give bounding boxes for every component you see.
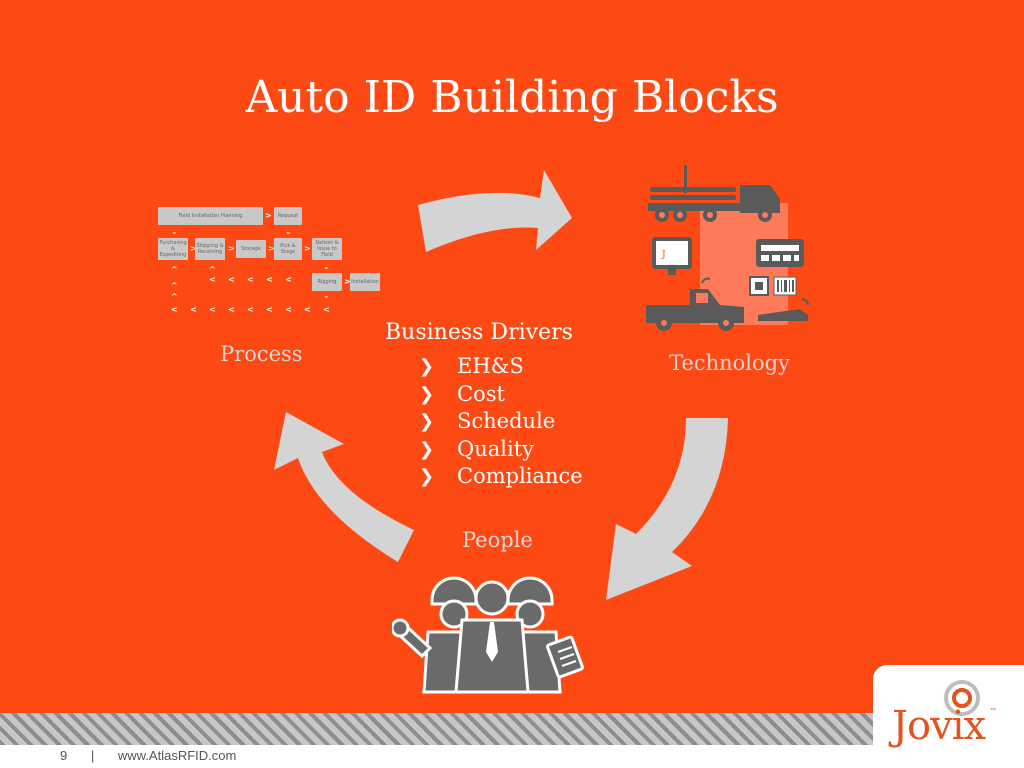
process-arrow: > [228, 244, 235, 253]
barcode-icon [773, 276, 797, 296]
process-arrow-up: ^ [171, 281, 178, 290]
bullet-icon: ❯ [419, 356, 435, 377]
process-arrow-back: < [209, 275, 216, 284]
process-arrow: > [304, 244, 311, 253]
bullet-icon: ❯ [419, 438, 435, 460]
process-arrow-down: ⌄ [323, 262, 330, 271]
process-arrow-back: < [266, 275, 273, 284]
clipboard-icon [546, 635, 584, 679]
process-arrow-back: < [171, 305, 178, 314]
process-arrow-back: < [209, 305, 216, 314]
process-box-pick: Pick & Stage [274, 238, 302, 260]
label-technology: Technology [669, 351, 790, 375]
slide-title: Auto ID Building Blocks [245, 72, 779, 123]
process-arrow-up: ^ [171, 292, 178, 301]
driver-label: EH&S [457, 354, 524, 378]
label-process: Process [220, 342, 303, 366]
driver-item: ❯ Quality [419, 436, 583, 464]
process-arrow-back: < [228, 275, 235, 284]
process-arrow-back: < [266, 305, 273, 314]
business-drivers-heading: Business Drivers [385, 320, 573, 345]
driver-item: ❯ Schedule [419, 408, 583, 436]
process-arrow-down: ⌄ [171, 227, 178, 236]
label-people: People [462, 528, 533, 552]
footer-stripe [0, 713, 873, 745]
process-arrow-back: < [247, 275, 254, 284]
process-arrow: > [265, 211, 272, 220]
driver-label: Compliance [457, 464, 583, 488]
truck-icon [648, 165, 780, 222]
process-box-storage: Storage [236, 240, 266, 258]
pickup-truck-icon [646, 277, 744, 331]
arrow-technology-to-people [606, 418, 728, 600]
process-box-purchasing: Purchasing & Expediting [158, 238, 188, 260]
process-box-shipping: Shipping & Receiving [195, 238, 225, 260]
process-arrow-back: < [247, 305, 254, 314]
monitor-logo-text: J [661, 250, 666, 260]
process-arrow: > [190, 244, 197, 253]
process-arrow-back: < [228, 305, 235, 314]
workers-icon [392, 576, 584, 694]
process-arrow-up: ^ [171, 265, 178, 274]
bullet-icon: ❯ [419, 466, 435, 487]
monitor-icon: J [652, 237, 692, 275]
driver-item: ❯ Compliance [419, 463, 583, 491]
driver-label: Cost [457, 381, 505, 406]
process-arrow-down: ⌄ [285, 227, 292, 236]
driver-label: Quality [457, 436, 534, 461]
bullet-icon: ❯ [419, 411, 435, 432]
process-arrow-back: < [323, 305, 330, 314]
arrow-people-to-process [274, 412, 414, 562]
process-arrow-back: < [190, 305, 197, 314]
footer-separator: | [90, 748, 95, 763]
process-box-installation: Installation [350, 273, 380, 291]
process-arrow-back: < [285, 305, 292, 314]
logo-trademark: ™ [990, 708, 996, 714]
wrench-icon [392, 618, 433, 659]
process-box-request: Request [274, 207, 302, 225]
process-arrow-back: < [304, 305, 311, 314]
process-arrow-up: ^ [209, 265, 216, 274]
gateway-icon [758, 298, 809, 321]
footer: 9 | www.AtlasRFID.com [60, 748, 256, 763]
process-arrow: > [268, 244, 275, 253]
driver-item: ❯ Cost [419, 381, 583, 409]
process-arrow-back: < [285, 275, 292, 284]
technology-icons: J [646, 165, 809, 331]
page-number: 9 [60, 748, 68, 763]
business-drivers-list: ❯ EH&S ❯ Cost ❯ Schedule ❯ Quality ❯ Complian… [385, 353, 583, 491]
logo: Jovix [892, 703, 986, 749]
process-box-planning: Field Installation Planning [158, 207, 263, 225]
logo-target-icon [944, 680, 980, 716]
arrow-process-to-technology [418, 170, 572, 252]
logo-box [873, 665, 1024, 768]
driver-item: ❯ EH&S [419, 353, 583, 381]
process-box-deliver: Deliver & Issue to Field [312, 238, 342, 260]
bullet-icon: ❯ [419, 383, 435, 405]
footer-url[interactable]: www.AtlasRFID.com [117, 748, 237, 763]
driver-label: Schedule [457, 409, 556, 433]
process-arrow-down: ⌄ [323, 291, 330, 300]
business-drivers: Business Drivers ❯ EH&S ❯ Cost ❯ Schedule ❯… [385, 320, 583, 491]
process-box-rigging: Rigging [312, 273, 342, 291]
rfid-reader-icon [756, 239, 804, 267]
chip-icon [749, 276, 769, 296]
footer-bar [0, 745, 1024, 768]
process-arrow: > [344, 277, 351, 286]
